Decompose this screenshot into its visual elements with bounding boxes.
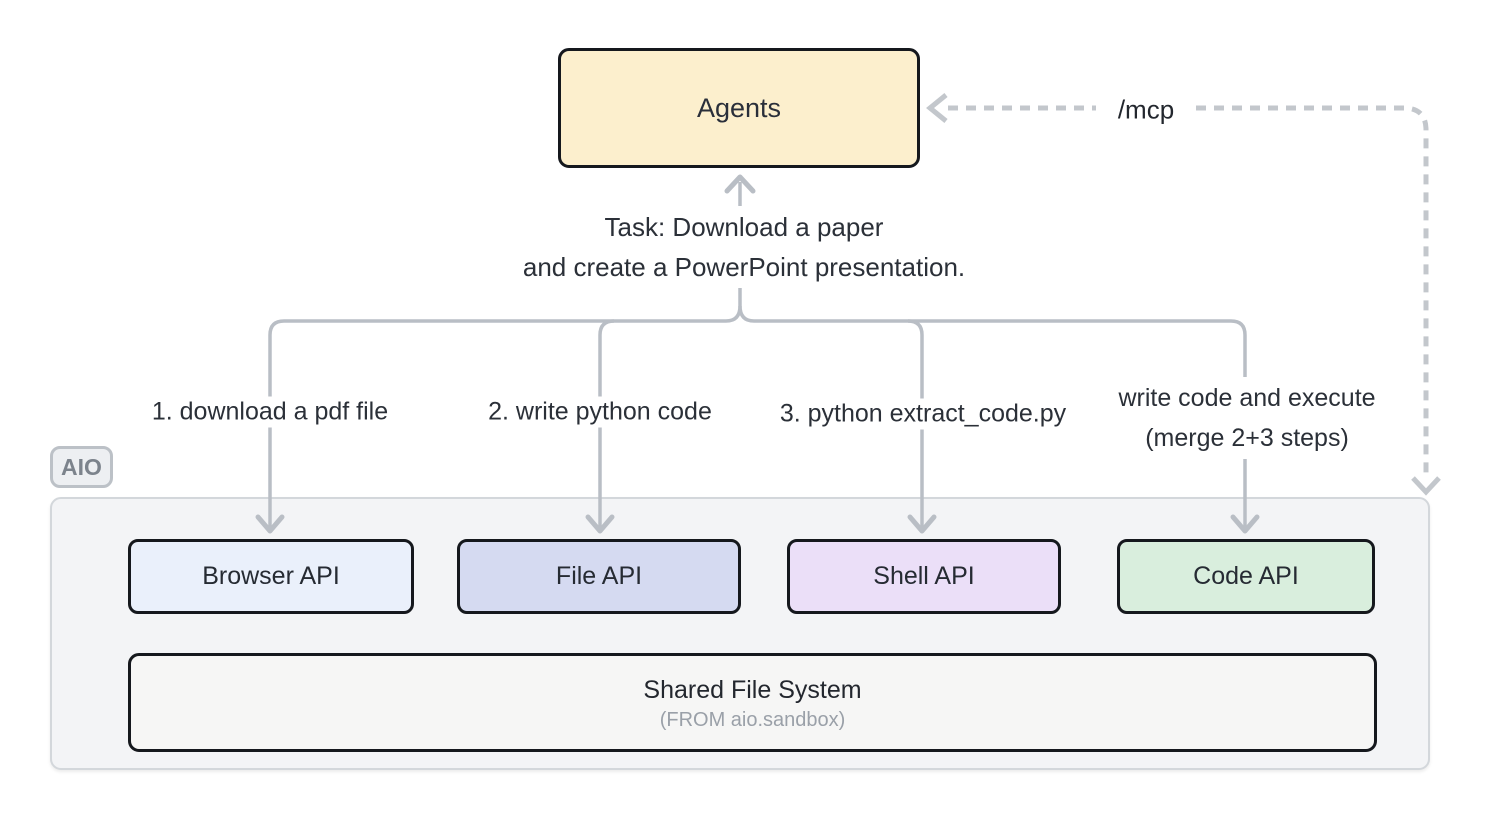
agents-box-label: Agents: [696, 92, 782, 123]
branch-label-write-and-execute: write code and execute (merge 2+3 steps): [1113, 377, 1381, 459]
shell-api-box: Shell API: [787, 539, 1061, 614]
mcp-arrow-down-icon: [1411, 476, 1441, 496]
task-annotation-line1: Task: Download a paper: [604, 212, 884, 242]
mcp-arrow-left-icon: [926, 93, 948, 123]
aio-badge-label: AIO: [61, 453, 102, 480]
branch-label-write-and-execute-line2: (merge 2+3 steps): [1145, 424, 1349, 452]
shared-file-system-box: Shared File System (FROM aio.sandbox): [128, 653, 1377, 752]
branch-label-download-pdf: 1. download a pdf file: [146, 396, 394, 428]
aio-badge: AIO: [50, 446, 113, 488]
task-annotation: Task: Download a paper and create a Powe…: [517, 206, 971, 288]
branch-label-write-and-execute-line1: write code and execute: [1118, 384, 1376, 412]
task-annotation-line2: and create a PowerPoint presentation.: [522, 252, 966, 282]
code-api-box: Code API: [1117, 539, 1375, 614]
shell-api-label: Shell API: [873, 562, 975, 590]
file-api-box: File API: [457, 539, 741, 614]
branch-label-write-python: 2. write python code: [483, 396, 717, 428]
shared-file-system-subtitle: (FROM aio.sandbox): [659, 708, 846, 731]
file-api-label: File API: [555, 562, 643, 590]
browser-api-box: Browser API: [128, 539, 414, 614]
branch-label-extract-code: 3. python extract_code.py: [774, 398, 1072, 430]
shared-file-system-title: Shared File System: [643, 675, 862, 704]
browser-api-label: Browser API: [202, 562, 340, 590]
mcp-endpoint-label: /mcp: [1112, 93, 1180, 127]
task-arrow-up-icon: [724, 174, 756, 194]
code-api-label: Code API: [1193, 562, 1299, 590]
agents-box: Agents: [558, 48, 920, 168]
